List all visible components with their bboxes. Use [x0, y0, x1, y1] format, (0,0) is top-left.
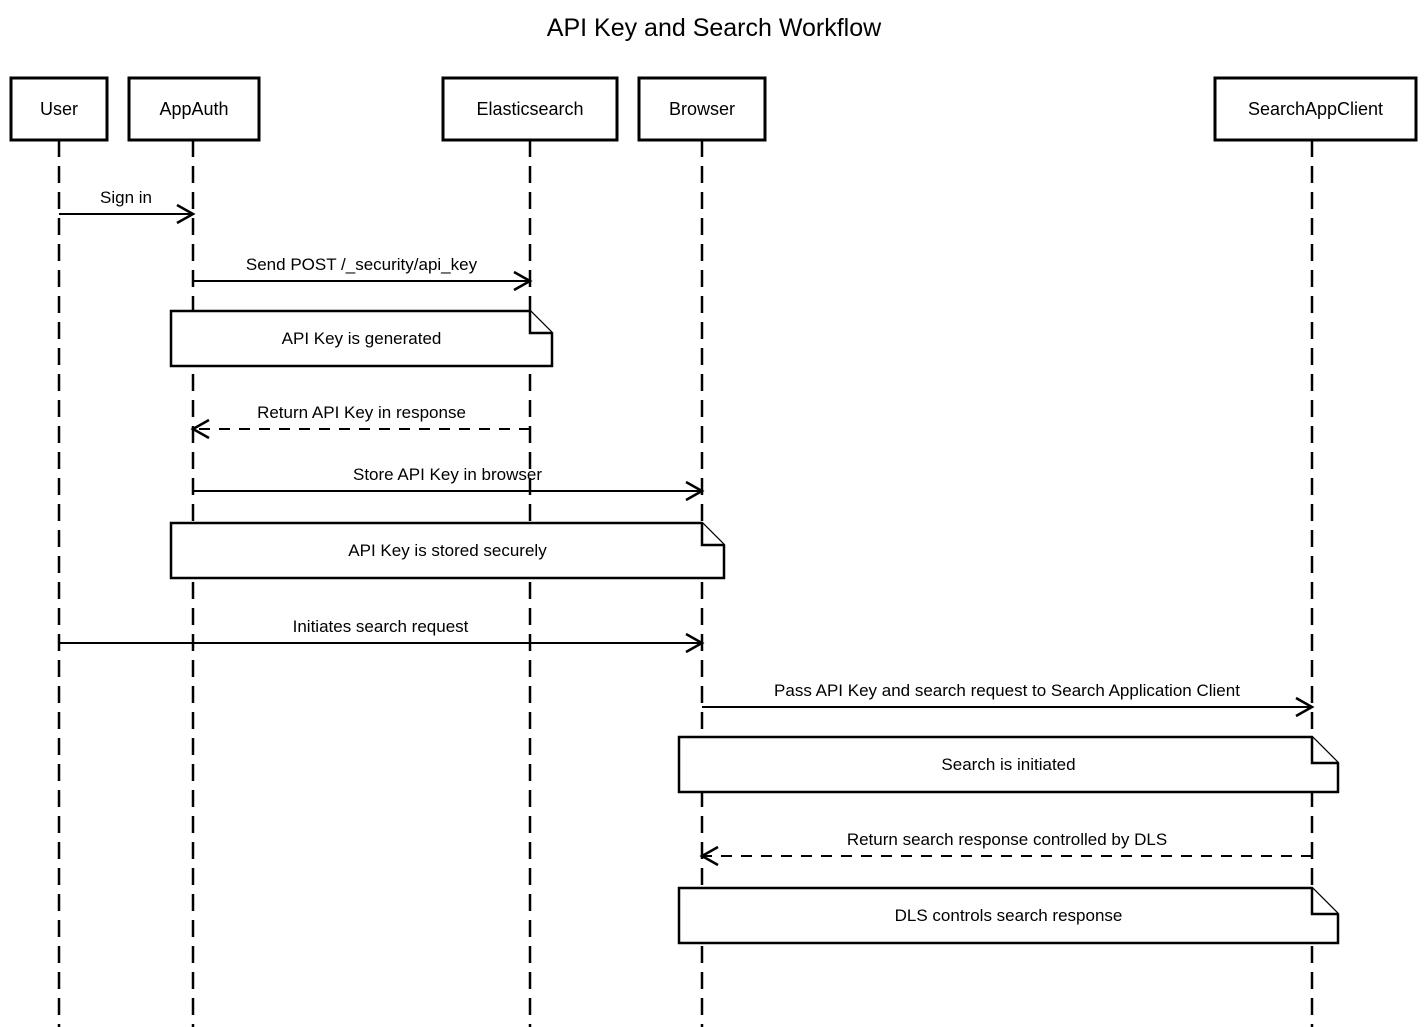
note-fold-icon-n3 — [1310, 737, 1338, 765]
participant-browser[interactable]: Browser — [637, 76, 767, 142]
message-m5: Initiates search request — [59, 617, 705, 654]
arrow-head-icon-m1 — [176, 203, 196, 225]
note-body-n2 — [169, 521, 726, 580]
messages-group: Sign in Send POST /_security/api_keyRetur… — [59, 188, 1315, 867]
arrow-head-icon-m7 — [699, 845, 719, 867]
note-n4: DLS controls search response — [677, 886, 1340, 945]
arrow-head-icon-m6 — [1295, 696, 1315, 718]
participant-box-user — [9, 76, 109, 142]
arrow-head-icon-m2 — [513, 270, 533, 292]
arrow-head-icon-m3 — [190, 418, 210, 440]
note-n2: API Key is stored securely — [169, 521, 726, 580]
note-fold-icon-n1 — [528, 311, 552, 335]
message-label-m6: Pass API Key and search request to Searc… — [774, 681, 1240, 700]
message-m1: Sign in — [59, 188, 196, 225]
participant-elastic[interactable]: Elasticsearch — [441, 76, 619, 142]
message-label-m3: Return API Key in response — [257, 403, 466, 422]
participant-label-user: User — [40, 99, 78, 119]
message-label-m2: Send POST /_security/api_key — [246, 255, 478, 274]
participant-box-elastic — [441, 76, 619, 142]
note-body-n4 — [677, 886, 1340, 945]
note-label-n4: DLS controls search response — [895, 906, 1123, 925]
note-n3: Search is initiated — [677, 735, 1340, 794]
participant-box-browser — [637, 76, 767, 142]
message-m2: Send POST /_security/api_key — [193, 255, 533, 292]
participant-label-appauth: AppAuth — [159, 99, 228, 119]
note-n1: API Key is generated — [169, 309, 554, 368]
note-label-n3: Search is initiated — [941, 755, 1075, 774]
message-label-m5: Initiates search request — [293, 617, 469, 636]
participant-box-searchapp — [1213, 76, 1418, 142]
message-label-m4: Store API Key in browser — [353, 465, 542, 484]
lifelines-group — [57, 140, 1314, 1027]
note-fold-icon-n4 — [1310, 888, 1338, 916]
message-label-m1: Sign in — [100, 188, 152, 207]
note-body-n1 — [169, 309, 554, 368]
message-m3: Return API Key in response — [190, 403, 530, 440]
participant-user[interactable]: User — [9, 76, 109, 142]
participant-label-browser: Browser — [669, 99, 735, 119]
note-label-n2: API Key is stored securely — [348, 541, 547, 560]
arrow-head-icon-m4 — [685, 480, 705, 502]
message-m7: Return search response controlled by DLS — [699, 830, 1312, 867]
participant-appauth[interactable]: AppAuth — [127, 76, 261, 142]
participant-box-appauth — [127, 76, 261, 142]
note-body-n3 — [677, 735, 1340, 794]
participants-group: User AppAuth Elasticsearch Browser SearchApp… — [9, 76, 1418, 142]
message-m6: Pass API Key and search request to Searc… — [702, 681, 1315, 718]
participant-searchapp[interactable]: SearchAppClient — [1213, 76, 1418, 142]
page-title: API Key and Search Workflow — [547, 14, 882, 42]
participant-label-searchapp: SearchAppClient — [1248, 99, 1383, 119]
message-m4: Store API Key in browser — [193, 465, 705, 502]
note-fold-icon-n2 — [700, 523, 724, 547]
note-label-n1: API Key is generated — [282, 329, 442, 348]
message-label-m7: Return search response controlled by DLS — [847, 830, 1167, 849]
participant-label-elastic: Elasticsearch — [476, 99, 583, 119]
arrow-head-icon-m5 — [685, 632, 705, 654]
